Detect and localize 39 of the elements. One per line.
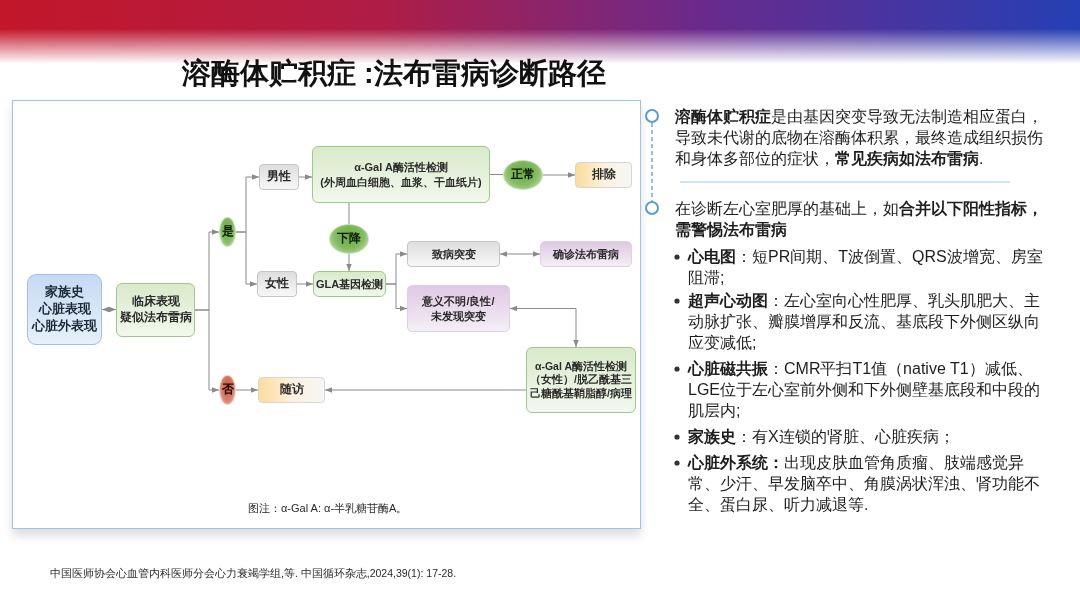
arrow	[542, 172, 576, 178]
paragraph: 溶酶体贮积症是由基因突变导致无法制造相应蛋白，导致未代谢的底物在溶酶体积累，最终造成组织损伤和身体多部位的症状，常见疾病如法布雷病.	[675, 107, 1044, 169]
arrow	[296, 281, 314, 287]
arrow	[499, 251, 541, 257]
reference-text: 中国医师协会心血管内科医师分会心力衰竭学组,等. 中国循环杂志,2024,39(1): 17-28.	[50, 567, 457, 581]
arrow	[298, 174, 313, 180]
arrow	[235, 387, 259, 393]
process-box: 意义不明/良性/未发现突变	[407, 285, 510, 332]
process-box: 确诊法布雷病	[540, 241, 632, 267]
process-box: α-Gal A酶活性检测（女性）/脱乙酰基三己糖酰基鞘脂醇/病理	[526, 347, 636, 413]
process-box: α-Gal A酶活性检测 (外周血白细胞、血浆、干血纸片)	[312, 146, 490, 203]
ring-icon	[645, 201, 659, 215]
connector-line	[489, 174, 504, 175]
arrow	[194, 309, 220, 393]
arrow	[385, 283, 408, 312]
process-box: GLA基因检测	[313, 271, 386, 297]
paragraph: 在诊断左心室肥厚的基础上，如合并以下阳性指标，需警惕法布雷病	[675, 199, 1044, 240]
connector-line	[348, 202, 350, 225]
process-box: 家族史 心脏表现 心脏外表现	[27, 274, 102, 345]
arrow	[101, 306, 117, 313]
slide-title: 溶酶体贮积症 :法布雷病诊断路径	[182, 56, 606, 91]
process-box: 排除	[575, 162, 632, 188]
process-box: 临床表现 疑似法布雷病	[116, 283, 195, 337]
arrow	[324, 387, 527, 393]
ring-icon	[645, 109, 659, 123]
arrow	[509, 305, 579, 348]
arrow	[235, 231, 258, 287]
process-box: 男性	[259, 164, 299, 190]
list-item: 心脏磁共振：CMR平扫T1值（native T1）减低、LGE位于左心室前外侧和下外侧壁基底段和中段的肌层内;	[688, 359, 1041, 421]
list-item: 超声心动图：左心室向心性肥厚、乳头肌肥大、主动脉扩张、瓣膜增厚和反流、基底段下外侧区纵向应变减低;	[688, 291, 1041, 353]
dashed-line	[651, 122, 653, 202]
process-box: 随访	[258, 377, 325, 403]
process-box: 女性	[257, 271, 297, 297]
process-box: 致病突变	[407, 241, 500, 267]
list-item: 心电图：短PR间期、T波倒置、QRS波增宽、房室阻滞;	[688, 247, 1044, 288]
list-item: 家族史：有X连锁的肾脏、心脏疾病；	[688, 427, 956, 447]
figure-note: 图注：α-Gal A: α-半乳糖苷酶A。	[248, 501, 408, 516]
list-item: 心脏外系统：出现皮肤血管角质瘤、肢端感觉异常、少汗、早发脑卒中、角膜涡状浑浊、肾功能不全、蛋白尿、听力减退等.	[688, 453, 1041, 515]
arrow	[346, 253, 352, 272]
